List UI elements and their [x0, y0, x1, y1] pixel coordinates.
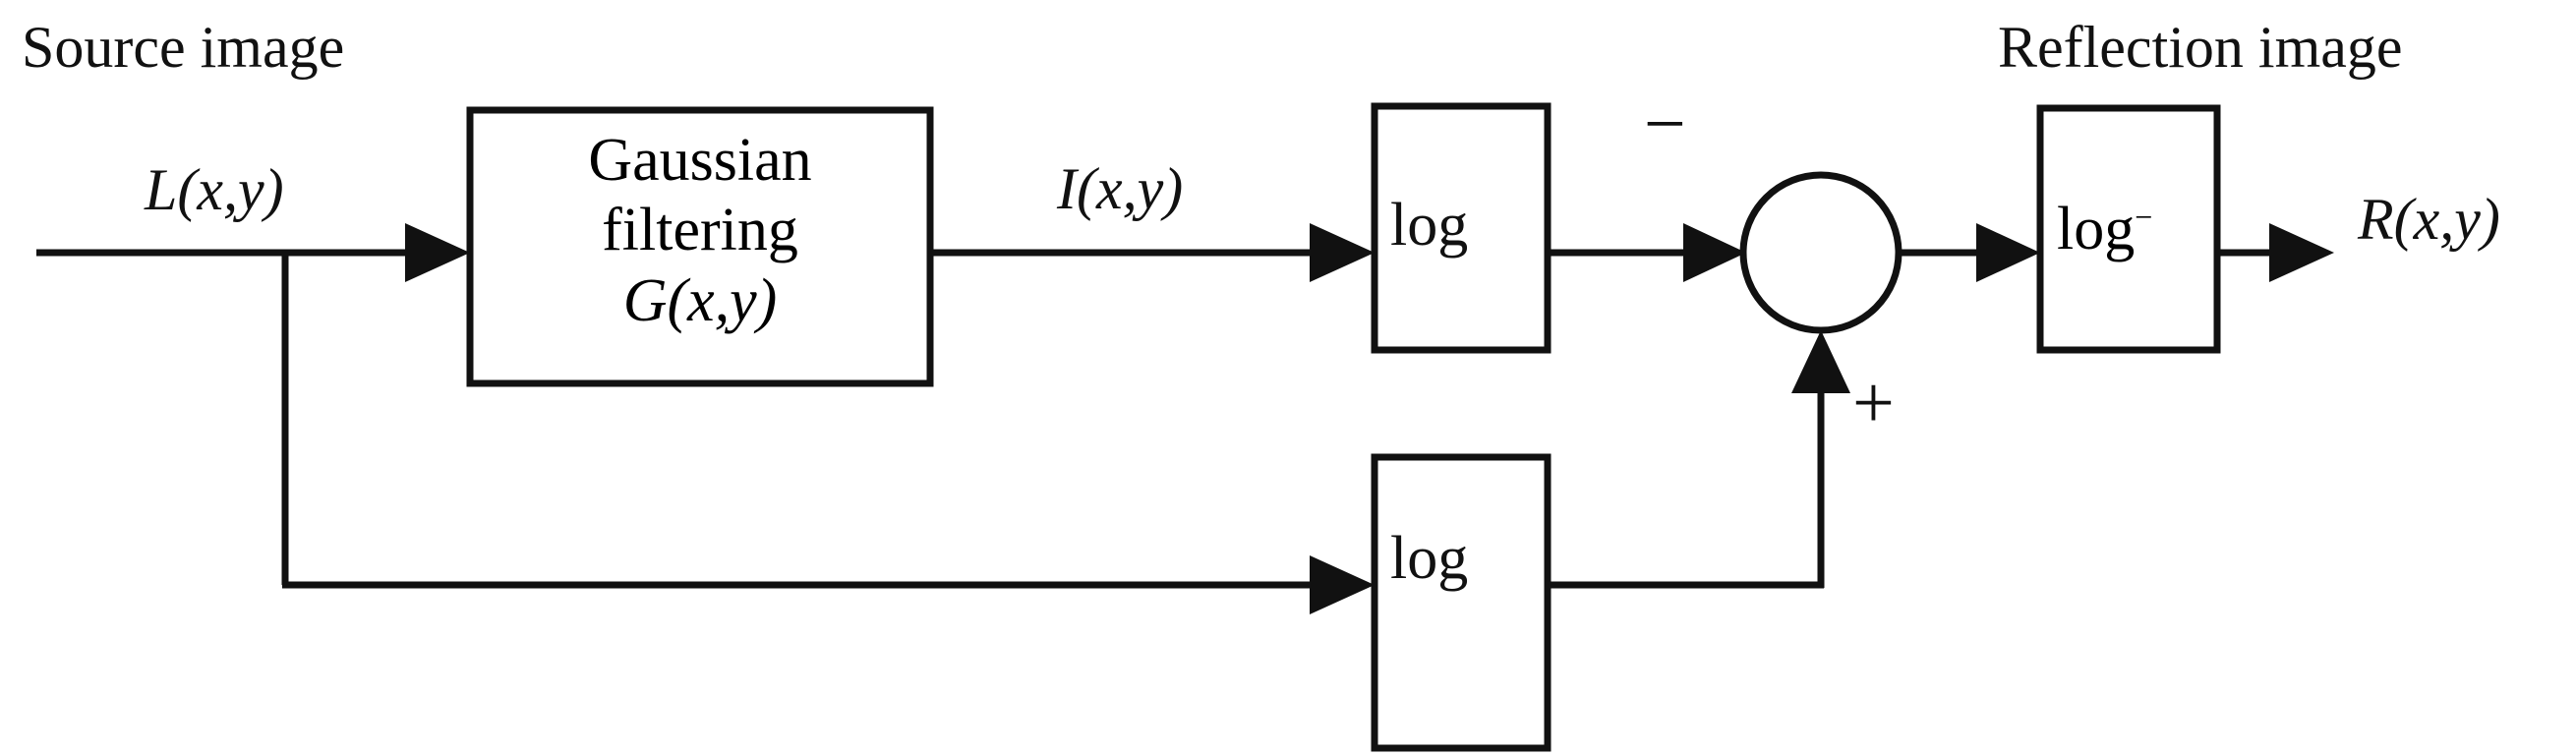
gaussian-filter-line-2: filtering [602, 197, 798, 264]
source-image-caption: Source image [22, 15, 345, 80]
log-bottom-box [1371, 453, 1551, 752]
summing-junction-circle [1739, 171, 1903, 334]
log-top-label: log [1390, 192, 1469, 259]
gaussian-filter-line-1: Gaussian [588, 127, 812, 194]
plus-sign-label: + [1852, 362, 1895, 444]
arrowhead-into-inverse-log [1976, 223, 2040, 282]
gaussian-filter-box [466, 106, 934, 387]
arrowhead-output [2269, 223, 2334, 282]
arrowhead-into-gaussian [405, 223, 470, 282]
inverse-log-label: log− [2057, 195, 2152, 264]
input-signal-label: L(x,y) [145, 157, 284, 222]
gaussian-filter-line-3: G(x,y) [622, 266, 778, 334]
gaussian-filter-label-stack: Gaussian filtering G(x,y) [470, 126, 930, 336]
arrowhead-into-sum-bottom [1791, 330, 1850, 393]
reflection-image-caption: Reflection image [1998, 15, 2403, 80]
inverse-log-superscript: − [2135, 199, 2153, 235]
filtered-signal-label: I(x,y) [1057, 156, 1184, 221]
inverse-log-box [2036, 104, 2221, 354]
arrowhead-into-sum-left [1683, 223, 1746, 282]
inverse-log-base: log [2057, 196, 2136, 262]
arrowhead-into-log-top [1310, 223, 1375, 282]
output-signal-label: R(x,y) [2358, 187, 2500, 252]
arrowhead-into-log-bottom [1310, 555, 1375, 614]
log-bottom-label: log [1390, 525, 1469, 592]
minus-sign-label: − [1644, 83, 1686, 165]
log-top-box [1371, 102, 1551, 354]
